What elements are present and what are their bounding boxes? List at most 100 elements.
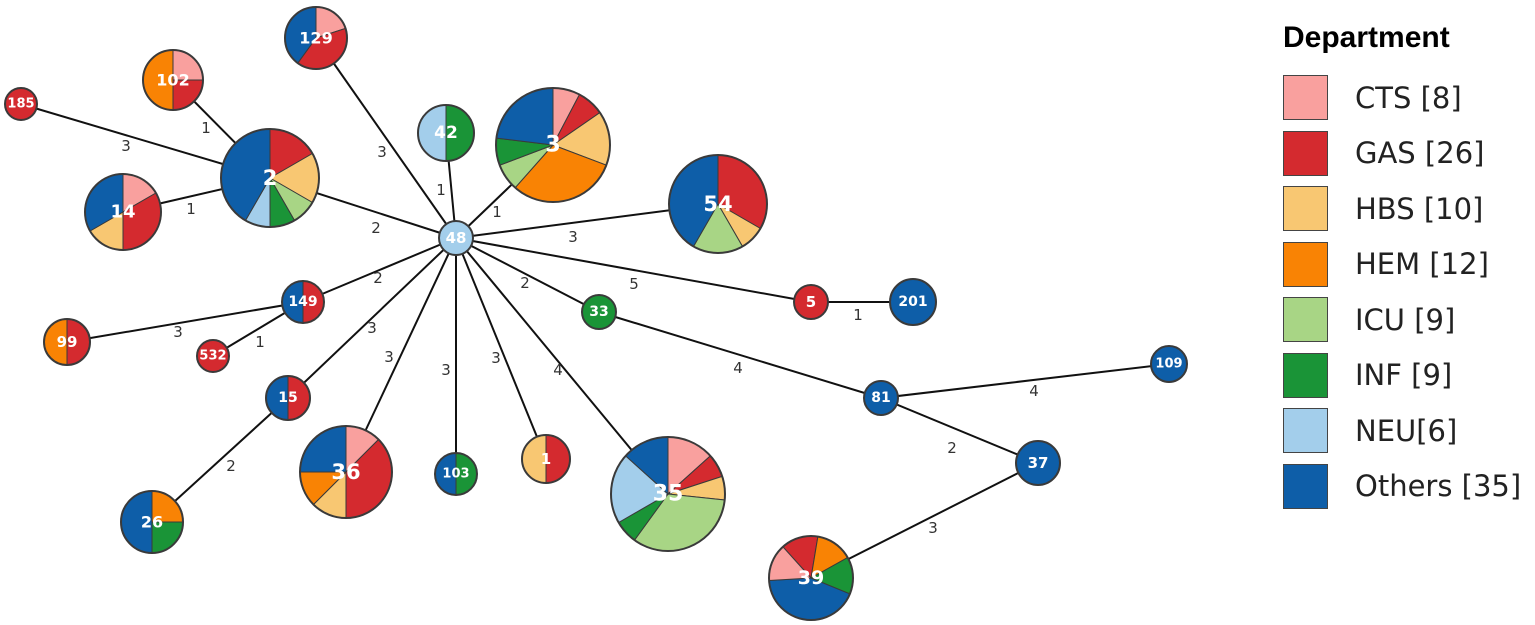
node-81-slice-others bbox=[864, 381, 898, 415]
node-39-outline bbox=[768, 535, 854, 621]
legend-swatch-others bbox=[1283, 463, 1328, 509]
node-label-48: 48 bbox=[446, 229, 467, 247]
edge-label-149-532: 1 bbox=[255, 333, 265, 351]
node-103: 103 bbox=[434, 452, 478, 496]
node-109: 109 bbox=[1150, 345, 1188, 383]
edge-label-48-5: 5 bbox=[629, 275, 639, 293]
node-3-outline bbox=[495, 87, 611, 203]
legend-label-hem: HEM [12] bbox=[1355, 247, 1489, 282]
legend-swatch-inf bbox=[1283, 352, 1328, 398]
node-label-81: 81 bbox=[871, 390, 890, 406]
node-label-54: 54 bbox=[703, 192, 732, 216]
node-5-slice-gas bbox=[794, 285, 828, 319]
edge-label-15-26: 2 bbox=[226, 457, 236, 475]
node-532-outline bbox=[196, 339, 230, 373]
edge-label-48-1: 3 bbox=[491, 349, 501, 367]
node-532-slice-gas bbox=[197, 340, 229, 372]
edge-label-48-2: 2 bbox=[371, 219, 381, 237]
node-48-slice-neu bbox=[439, 221, 473, 255]
legend-item-gas: GAS [26] bbox=[1283, 126, 1533, 182]
legend-label-others: Others [35] bbox=[1355, 469, 1522, 504]
edge-48-1 bbox=[455, 237, 547, 460]
node-99: 99 bbox=[43, 318, 91, 366]
node-label-149: 149 bbox=[288, 294, 317, 310]
node-54: 54 bbox=[668, 154, 768, 254]
node-3: 3 bbox=[495, 87, 611, 203]
legend-swatch-neu bbox=[1283, 408, 1328, 454]
node-label-26: 26 bbox=[141, 513, 163, 532]
legend-item-others: Others [35] bbox=[1283, 459, 1533, 515]
node-36-outline bbox=[299, 425, 393, 519]
edge-label-2-14: 1 bbox=[186, 200, 196, 218]
edge-label-5-201: 1 bbox=[853, 306, 863, 324]
node-2: 2 bbox=[220, 128, 320, 228]
node-54-outline bbox=[668, 154, 768, 254]
legend-label-gas: GAS [26] bbox=[1355, 136, 1485, 171]
node-42-outline bbox=[417, 104, 475, 162]
node-102-outline bbox=[142, 49, 204, 111]
edge-label-81-109: 4 bbox=[1029, 382, 1039, 400]
edge-48-33 bbox=[455, 237, 600, 313]
legend-title: Department bbox=[1283, 21, 1450, 54]
legend-swatch-gas bbox=[1283, 130, 1328, 176]
edge-label-37-39: 3 bbox=[928, 519, 938, 537]
node-1: 1 bbox=[521, 434, 571, 484]
node-33-outline bbox=[581, 294, 617, 330]
node-532: 532 bbox=[196, 339, 230, 373]
legend-label-cts: CTS [8] bbox=[1355, 80, 1462, 115]
edge-label-48-15: 3 bbox=[367, 319, 377, 337]
node-label-14: 14 bbox=[110, 202, 135, 223]
node-48-outline bbox=[438, 220, 474, 256]
node-37-outline bbox=[1015, 440, 1061, 486]
node-33: 33 bbox=[581, 294, 617, 330]
edge-81-109 bbox=[880, 363, 1170, 399]
legend-item-hbs: HBS [10] bbox=[1283, 181, 1533, 237]
node-label-15: 15 bbox=[278, 390, 297, 406]
node-81-outline bbox=[863, 380, 899, 416]
node-14-outline bbox=[84, 173, 162, 251]
node-5-outline bbox=[793, 284, 829, 320]
node-129: 129 bbox=[284, 6, 348, 70]
node-label-3: 3 bbox=[545, 133, 560, 158]
node-48: 48 bbox=[438, 220, 474, 256]
edge-label-48-33: 2 bbox=[520, 274, 530, 292]
legend-label-neu: NEU[6] bbox=[1355, 413, 1458, 448]
legend-item-hem: HEM [12] bbox=[1283, 237, 1533, 293]
edge-label-48-54: 3 bbox=[568, 228, 578, 246]
edge-81-37 bbox=[880, 397, 1039, 464]
node-35: 35 bbox=[610, 436, 726, 552]
node-149-outline bbox=[281, 280, 325, 324]
legend-swatch-icu bbox=[1283, 297, 1328, 343]
node-35-outline bbox=[610, 436, 726, 552]
node-label-129: 129 bbox=[299, 29, 332, 48]
legend-label-hbs: HBS [10] bbox=[1355, 191, 1484, 226]
node-33-slice-inf bbox=[582, 295, 616, 329]
edge-48-129 bbox=[315, 37, 457, 239]
node-label-35: 35 bbox=[653, 482, 684, 507]
node-label-2: 2 bbox=[263, 166, 278, 190]
node-label-102: 102 bbox=[156, 71, 189, 90]
legend-label-icu: ICU [9] bbox=[1355, 302, 1456, 337]
node-201-outline bbox=[889, 278, 937, 326]
edge-label-33-81: 4 bbox=[733, 359, 743, 377]
node-label-99: 99 bbox=[57, 333, 78, 351]
node-37-slice-others bbox=[1016, 441, 1060, 485]
edge-149-99 bbox=[66, 301, 304, 343]
node-label-201: 201 bbox=[898, 294, 927, 310]
edge-label-48-149: 2 bbox=[373, 269, 383, 287]
edge-label-48-3: 1 bbox=[492, 203, 502, 221]
node-label-39: 39 bbox=[798, 567, 824, 589]
node-36: 36 bbox=[299, 425, 393, 519]
node-109-slice-others bbox=[1151, 346, 1187, 382]
node-15: 15 bbox=[265, 375, 311, 421]
node-103-outline bbox=[434, 452, 478, 496]
edge-label-48-103: 3 bbox=[441, 361, 451, 379]
node-2-outline bbox=[220, 128, 320, 228]
node-42: 42 bbox=[417, 104, 475, 162]
node-26: 26 bbox=[120, 490, 184, 554]
node-label-42: 42 bbox=[434, 123, 458, 143]
legend-swatch-hbs bbox=[1283, 186, 1328, 232]
node-5: 5 bbox=[793, 284, 829, 320]
node-label-37: 37 bbox=[1028, 454, 1049, 472]
legend: Department CTS [8] GAS [26] HBS [10] HEM… bbox=[1283, 20, 1533, 514]
